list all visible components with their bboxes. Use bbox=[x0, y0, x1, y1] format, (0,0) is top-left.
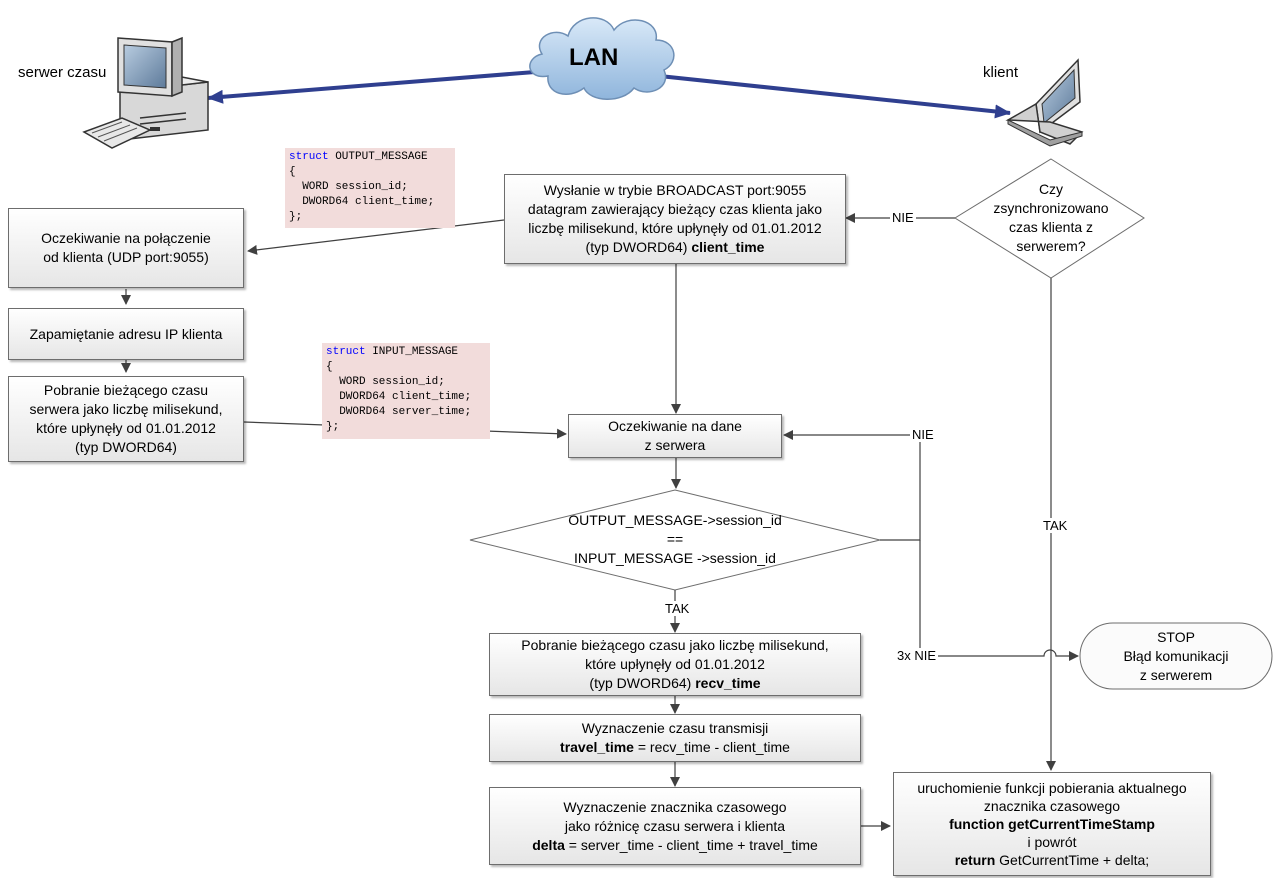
decision-line: czas klienta z bbox=[1008, 219, 1094, 235]
box-line: jako różnicę czasu serwera i klienta bbox=[564, 817, 786, 834]
laptop-icon bbox=[1005, 58, 1084, 147]
struct-keyword: struct bbox=[326, 346, 366, 358]
decision-line: OUTPUT_MESSAGE->session_id bbox=[568, 512, 782, 528]
broadcast-box: Wysłanie w trybie BROADCAST port:9055 da… bbox=[504, 174, 846, 264]
lan-to-client-arrow bbox=[649, 73, 1011, 119]
return-expr: GetCurrentTime + delta; bbox=[995, 852, 1150, 868]
output-message-struct: struct OUTPUT_MESSAGE { WORD session_id;… bbox=[285, 148, 455, 228]
return-keyword: return bbox=[954, 852, 996, 868]
cloud-icon bbox=[529, 17, 675, 100]
stop-line: z serwerem bbox=[1139, 667, 1213, 683]
box-line: Wyznaczenie znacznika czasowego bbox=[563, 798, 787, 815]
type-text: (typ DWORD64) bbox=[585, 239, 692, 255]
client-label: klient bbox=[983, 64, 1019, 81]
struct-name: OUTPUT_MESSAGE bbox=[328, 151, 428, 163]
box-line: Wyznaczenie czasu transmisji bbox=[581, 720, 769, 736]
stop-line: STOP bbox=[1157, 629, 1195, 645]
box-line: Zapamiętanie adresu IP klienta bbox=[29, 325, 223, 342]
edge-label-tak-sync: TAK bbox=[1041, 518, 1070, 533]
decision-line: Czy bbox=[1038, 181, 1064, 197]
box-line: delta = server_time - client_time + trav… bbox=[532, 836, 818, 855]
final-timestamp-box: uruchomienie funkcji pobierania aktualne… bbox=[893, 772, 1211, 876]
box-line: liczbę milisekund, które upłynęły od 01.… bbox=[528, 220, 822, 236]
lan-label: LAN bbox=[569, 44, 619, 71]
client-time-var: client_time bbox=[691, 239, 765, 255]
box-line: uruchomienie funkcji pobierania aktualne… bbox=[917, 780, 1187, 796]
decision-line: INPUT_MESSAGE ->session_id bbox=[574, 550, 776, 566]
struct-body: { WORD session_id; DWORD64 client_time; … bbox=[326, 361, 472, 433]
edge-label-3x-nie: 3x NIE bbox=[895, 648, 939, 663]
delta-box: Wyznaczenie znacznika czasowego jako róż… bbox=[489, 787, 861, 865]
box-line: return GetCurrentTime + delta; bbox=[955, 851, 1149, 869]
struct-keyword: struct bbox=[289, 151, 329, 163]
box-line: Oczekiwanie na dane bbox=[608, 418, 742, 434]
session-decision-text: OUTPUT_MESSAGE->session_id == INPUT_MESS… bbox=[545, 511, 805, 568]
box-line: (typ DWORD64) bbox=[75, 439, 177, 455]
decision-line: serwerem? bbox=[1016, 238, 1086, 254]
box-line: które upłynęły od 01.01.2012 bbox=[36, 420, 216, 436]
struct-body: { WORD session_id; DWORD64 client_time; … bbox=[289, 166, 435, 223]
recv-time-var: recv_time bbox=[695, 675, 761, 691]
box-line: Pobranie bieżącego czasu bbox=[43, 382, 209, 398]
box-line: znacznika czasowego bbox=[983, 798, 1121, 814]
sync-decision-text: Czy zsynchronizowano czas klienta z serw… bbox=[985, 180, 1117, 256]
desktop-computer-icon bbox=[82, 36, 209, 149]
box-line: Wysłanie w trybie BROADCAST port:9055 bbox=[543, 182, 807, 198]
server-time-box: Pobranie bieżącego czasu serwera jako li… bbox=[8, 376, 244, 462]
stop-line: Błąd komunikacji bbox=[1123, 648, 1229, 664]
type-text: (typ DWORD64) bbox=[589, 675, 696, 691]
decision-line: == bbox=[666, 531, 684, 547]
travel-time-box: Wyznaczenie czasu transmisji travel_time… bbox=[489, 714, 861, 762]
function-name: function getCurrentTimeStamp bbox=[949, 816, 1155, 832]
stop-terminator-shape bbox=[1079, 622, 1273, 690]
delta-var: delta bbox=[532, 836, 565, 853]
server-label: serwer czasu bbox=[18, 64, 107, 81]
box-line: (typ DWORD64) client_time bbox=[586, 238, 765, 257]
box-line: Oczekiwanie na połączenie bbox=[41, 230, 211, 246]
box-line: od klienta (UDP port:9055) bbox=[43, 249, 209, 265]
box-line: datagram zawierający bieżący czas klient… bbox=[527, 201, 823, 217]
box-line: które upłynęły od 01.01.2012 bbox=[585, 656, 765, 672]
edge-label-nie-sync: NIE bbox=[890, 210, 916, 225]
box-line: z serwera bbox=[644, 437, 706, 453]
struct-name: INPUT_MESSAGE bbox=[365, 346, 459, 358]
box-line: Pobranie bieżącego czasu jako liczbę mil… bbox=[521, 637, 829, 653]
recv-time-box: Pobranie bieżącego czasu jako liczbę mil… bbox=[489, 633, 861, 696]
edge-label-tak-compare: TAK bbox=[663, 601, 692, 616]
formula-text: = server_time - client_time + travel_tim… bbox=[564, 836, 818, 853]
box-line: serwera jako liczbę milisekund, bbox=[29, 401, 223, 417]
input-message-struct: struct INPUT_MESSAGE { WORD session_id; … bbox=[322, 343, 490, 439]
travel-time-var: travel_time bbox=[560, 739, 634, 755]
box-line: (typ DWORD64) recv_time bbox=[589, 674, 760, 693]
formula-text: = recv_time - client_time bbox=[633, 739, 790, 755]
stop-terminator-text: STOP Błąd komunikacji z serwerem bbox=[1080, 628, 1272, 685]
store-client-ip-box: Zapamiętanie adresu IP klienta bbox=[8, 308, 244, 360]
box-line: i powrót bbox=[1027, 834, 1077, 850]
decision-line: zsynchronizowano bbox=[993, 200, 1109, 216]
edge-label-nie-retry: NIE bbox=[910, 427, 936, 442]
box-line: travel_time = recv_time - client_time bbox=[560, 738, 790, 757]
wait-connection-box: Oczekiwanie na połączenie od klienta (UD… bbox=[8, 208, 244, 288]
wait-data-box: Oczekiwanie na dane z serwera bbox=[568, 414, 782, 458]
lan-to-server-arrow bbox=[207, 70, 536, 104]
